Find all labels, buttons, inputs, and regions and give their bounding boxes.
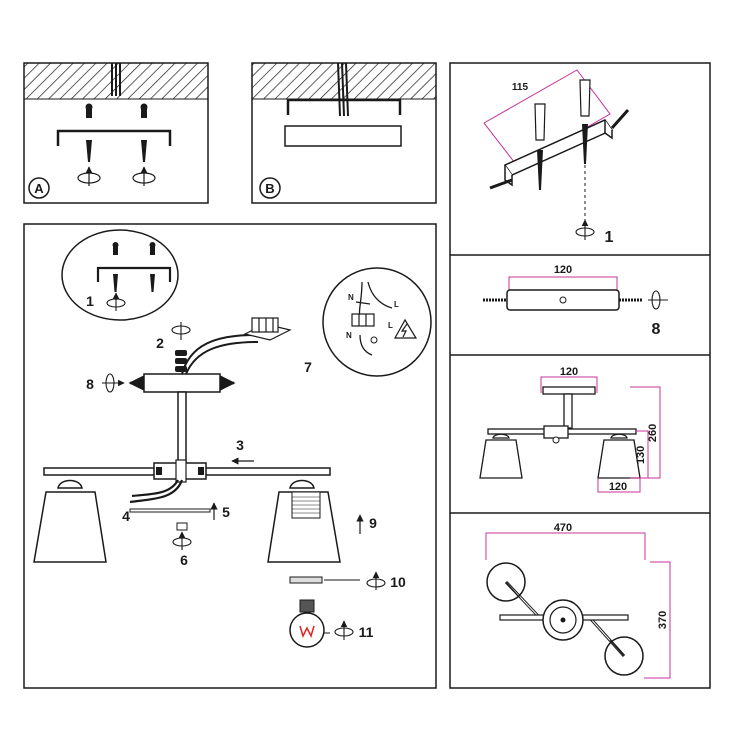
step-7-label: 7 <box>304 359 312 375</box>
step-5-label: 5 <box>222 504 230 520</box>
finial <box>176 522 188 531</box>
step-11-label: 11 <box>359 624 374 640</box>
panel-b: B <box>251 62 437 204</box>
rotate-arrow-icon <box>106 292 126 311</box>
center-rod <box>177 391 187 465</box>
mounting-bracket <box>56 129 172 146</box>
danger-voltage-icon <box>393 318 418 339</box>
rotate-arrow-icon <box>172 531 192 550</box>
earth-icon <box>370 336 378 344</box>
threaded-nut-icon <box>175 350 187 372</box>
rotate-arrow-icon <box>77 166 156 186</box>
ceiling-cables <box>337 62 349 117</box>
canopy-plate <box>284 125 402 147</box>
wall-plug-icon <box>85 103 148 118</box>
top-depth-dimension: 370 <box>657 611 669 629</box>
side-height-total: 260 <box>647 424 659 442</box>
wall-plug-icon <box>112 242 156 255</box>
light-bulb-icon <box>289 599 325 648</box>
shade-ring <box>289 576 323 584</box>
canopy <box>143 373 221 393</box>
screw-icon <box>86 140 147 162</box>
supply-wires <box>181 334 259 375</box>
inset-terminal <box>351 313 375 327</box>
wiring-inset <box>322 267 432 377</box>
step-9-label: 9 <box>369 515 377 531</box>
step-6-label: 6 <box>180 552 188 568</box>
mounted-bracket <box>286 98 402 115</box>
rotate-arrow-icon <box>102 373 125 393</box>
bracket-inset <box>61 229 179 321</box>
bracket-step-label: 1 <box>605 229 614 246</box>
panel-b-badge <box>259 177 281 199</box>
panel-b-badge-label: B <box>265 181 274 196</box>
step-3-label: 3 <box>236 437 244 453</box>
side-shade-width: 120 <box>609 481 627 493</box>
rotate-arrow-icon <box>171 322 191 340</box>
bracket-dimension: 115 <box>512 82 529 93</box>
screw-icon <box>113 274 155 292</box>
right-shade <box>267 479 341 563</box>
side-height-arm: 130 <box>635 446 647 464</box>
rotate-arrow-icon <box>575 219 595 240</box>
side-top-dimension: 120 <box>560 366 578 378</box>
neutral-label-top: N <box>348 293 354 302</box>
plate-dimension: 120 <box>554 264 572 276</box>
socket-thread <box>292 496 320 514</box>
panel-a: A <box>23 62 209 204</box>
live-label-bottom: L <box>388 321 393 330</box>
plate-detail: 120 8 <box>483 264 668 338</box>
rotate-arrow-icon <box>366 571 386 590</box>
mounting-bracket <box>96 266 172 282</box>
main-assembly-panel: 1 2 8 7 <box>23 223 437 689</box>
step-1-label: 1 <box>86 293 94 309</box>
top-width-dimension: 470 <box>554 522 572 534</box>
bracket-perspective: 115 1 <box>483 69 630 246</box>
panel-a-badge <box>28 177 50 199</box>
right-column <box>449 62 711 689</box>
wire-connector-icon <box>156 467 204 475</box>
step-10-label: 10 <box>390 574 406 590</box>
plate-step-label: 8 <box>652 321 661 338</box>
screw-icon <box>537 124 588 190</box>
neutral-label-bottom: N <box>346 331 352 340</box>
left-shade <box>33 479 107 563</box>
panel-a-badge-label: A <box>34 181 44 196</box>
ceiling-cables <box>111 63 121 96</box>
hub-cover <box>129 508 211 513</box>
wall-plug-icon <box>534 79 591 141</box>
rotate-arrow-icon <box>334 620 354 640</box>
step-8-label: 8 <box>86 376 94 392</box>
terminal-block <box>243 317 292 341</box>
step-4-label: 4 <box>122 508 130 524</box>
rotate-arrow-icon <box>648 290 668 310</box>
lamp-wires <box>129 479 184 504</box>
live-label-top: L <box>394 300 399 309</box>
top-view: 470 370 <box>485 522 671 679</box>
step-2-label: 2 <box>156 335 164 351</box>
side-view: 120 260 130 120 <box>479 366 661 493</box>
